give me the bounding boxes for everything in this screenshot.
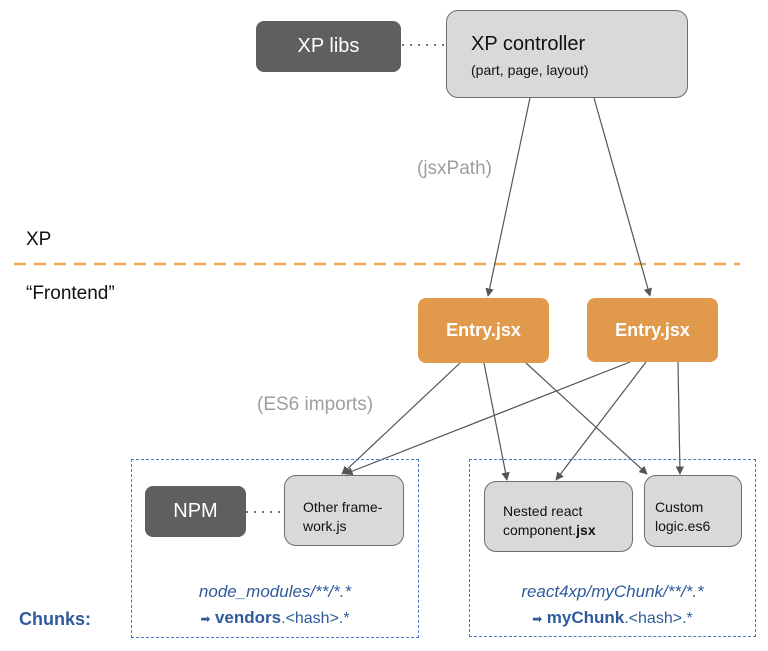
nested-react-line2-ext: jsx: [576, 522, 596, 538]
mychunk-path: react4xp/myChunk/**/*.*: [521, 582, 704, 601]
xp-libs-label: XP libs: [297, 35, 360, 57]
custom-logic-box: Custom logic.es6: [644, 475, 742, 547]
vendors-chunk-path: node_modules/**/*.*: [198, 582, 352, 601]
xp-zone-label: XP: [26, 229, 52, 250]
vendors-arrow-icon: ➡: [200, 612, 211, 626]
arrow-entryleft-otherframework: [341, 362, 461, 475]
nested-react-line2-text: component.: [503, 522, 577, 538]
entry-jsx-label-left: Entry.jsx: [446, 320, 521, 340]
es6-imports-label: (ES6 imports): [257, 394, 374, 415]
arrow-entryright-otherframework: [344, 361, 631, 476]
arrow-entryleft-custom: [525, 362, 648, 475]
vendors-chunk-suffix: .<hash>.*: [281, 610, 350, 627]
arrow-entryright-custom: [675, 361, 685, 475]
entry-jsx-label-right: Entry.jsx: [615, 319, 690, 340]
arrow-controller-entry-left: [485, 97, 531, 297]
mychunk-suffix: .<hash>.*: [624, 610, 693, 627]
custom-logic-line2: logic.es6: [655, 518, 711, 534]
xp-controller-title: XP controller: [471, 33, 586, 55]
mychunk-name: myChunk: [546, 608, 625, 627]
entry-jsx-box-right: Entry.jsx: [587, 298, 718, 362]
chunks-label: Chunks:: [19, 609, 91, 629]
vendors-chunk-output: ➡ vendors.<hash>.*: [131, 608, 419, 628]
frontend-zone-label: “Frontend”: [26, 283, 115, 304]
entry-jsx-box-left: Entry.jsx: [418, 298, 549, 363]
other-framework-box: Other frame- work.js: [284, 475, 404, 546]
npm-box: NPM: [145, 486, 246, 537]
vendors-chunk-name: vendors: [214, 608, 282, 627]
custom-logic-line1: Custom: [655, 499, 704, 515]
vendors-chunk-box: [131, 459, 419, 638]
xp-controller-subtitle: (part, page, layout): [471, 62, 589, 78]
nested-react-component-box: Nested react component.jsx: [484, 481, 633, 552]
mychunk-box: [469, 459, 756, 637]
nested-react-line1: Nested react: [503, 503, 583, 519]
nested-react-line2: component.jsx: [503, 521, 632, 540]
other-framework-line1: Other frame-: [303, 499, 383, 515]
mychunk-output: ➡ myChunk.<hash>.*: [469, 608, 756, 628]
other-framework-line2: work.js: [303, 518, 347, 534]
jsxpath-label: (jsxPath): [417, 158, 492, 179]
xp-controller-box: XP controller (part, page, layout): [446, 10, 688, 98]
arrow-entryleft-nested: [483, 362, 510, 481]
arrow-controller-entry-right: [593, 97, 652, 297]
xp-libs-box: XP libs: [256, 21, 401, 72]
mychunk-arrow-icon: ➡: [532, 612, 543, 626]
arrow-entryright-nested: [555, 361, 647, 481]
npm-label: NPM: [173, 500, 218, 522]
